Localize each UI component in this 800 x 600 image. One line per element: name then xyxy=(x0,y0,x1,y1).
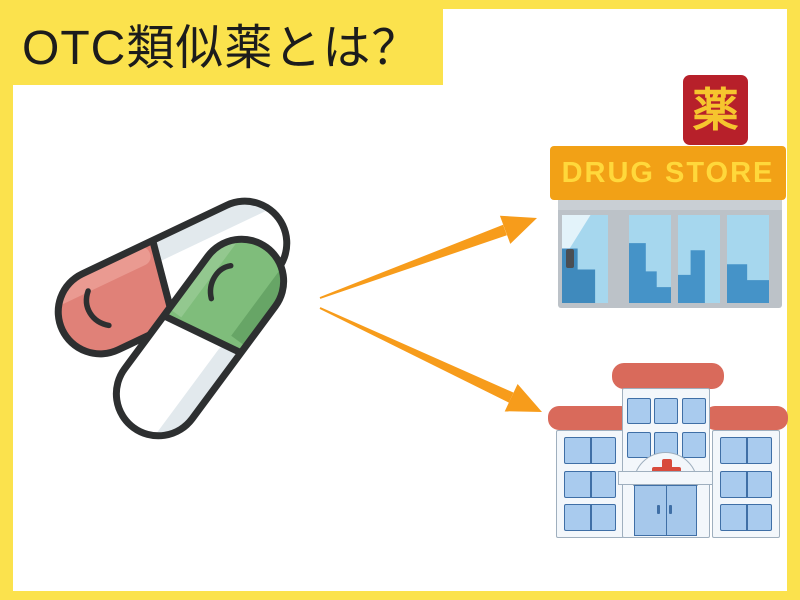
hospital-tower xyxy=(618,388,713,538)
window-reflection xyxy=(629,243,671,303)
door-handle xyxy=(566,249,574,268)
tower-window xyxy=(626,432,651,458)
drugstore-awning: DRUG STORE xyxy=(550,146,786,200)
wing-window xyxy=(564,437,616,465)
window-divider xyxy=(746,471,748,497)
wing-window xyxy=(720,503,772,531)
window-divider xyxy=(590,438,592,464)
drugstore-door xyxy=(562,215,608,303)
hospital-left-wing xyxy=(556,430,624,538)
wing-window xyxy=(564,503,616,531)
page-frame-left xyxy=(0,0,13,600)
page-frame-bottom xyxy=(0,591,800,600)
drugstore-facade-strip xyxy=(558,200,782,210)
hospital-left-wing-roof xyxy=(548,406,632,430)
wing-window xyxy=(564,470,616,498)
window-divider xyxy=(590,471,592,497)
window-divider xyxy=(746,504,748,530)
entrance-canopy xyxy=(618,471,713,485)
hospital-right-wing xyxy=(712,430,780,538)
hospital-illustration xyxy=(548,358,788,543)
tower-window xyxy=(681,398,706,424)
arrow-to-hospital-icon xyxy=(319,307,542,412)
window-divider xyxy=(746,438,748,464)
tower-window-row xyxy=(623,398,709,424)
window-reflection xyxy=(727,264,769,303)
storefront-window xyxy=(727,215,769,303)
drugstore-storefront xyxy=(558,210,782,308)
drugstore-sign-text: 薬 xyxy=(692,84,739,136)
entrance-doors xyxy=(634,485,697,536)
window-divider xyxy=(590,504,592,530)
title-banner: OTC類似薬とは？ xyxy=(0,0,443,85)
arrows xyxy=(319,215,542,412)
door-handle xyxy=(657,505,660,514)
page-frame-right xyxy=(787,0,800,600)
drugstore-awning-text: DRUG STORE xyxy=(561,156,775,189)
storefront-window xyxy=(678,215,720,303)
storefront-window xyxy=(629,215,671,303)
door-handle xyxy=(669,505,672,514)
window-reflection xyxy=(678,250,705,303)
drugstore-illustration: 薬 DRUG STORE xyxy=(548,70,788,308)
capsules-icon xyxy=(44,187,301,453)
drugstore-sign: 薬 xyxy=(683,75,748,145)
tower-window xyxy=(626,398,651,424)
door-divider xyxy=(665,486,667,535)
capsule-green-white xyxy=(99,222,301,453)
capsule-red-white xyxy=(44,187,301,368)
wing-window xyxy=(720,437,772,465)
hospital-tower-roof xyxy=(612,363,724,389)
tower-window xyxy=(681,432,706,458)
page-title: OTC類似薬とは？ xyxy=(22,21,421,75)
wing-window xyxy=(720,470,772,498)
hospital-right-wing-roof xyxy=(704,406,788,430)
tower-window xyxy=(654,398,678,424)
arrow-to-drugstore-icon xyxy=(319,215,537,299)
